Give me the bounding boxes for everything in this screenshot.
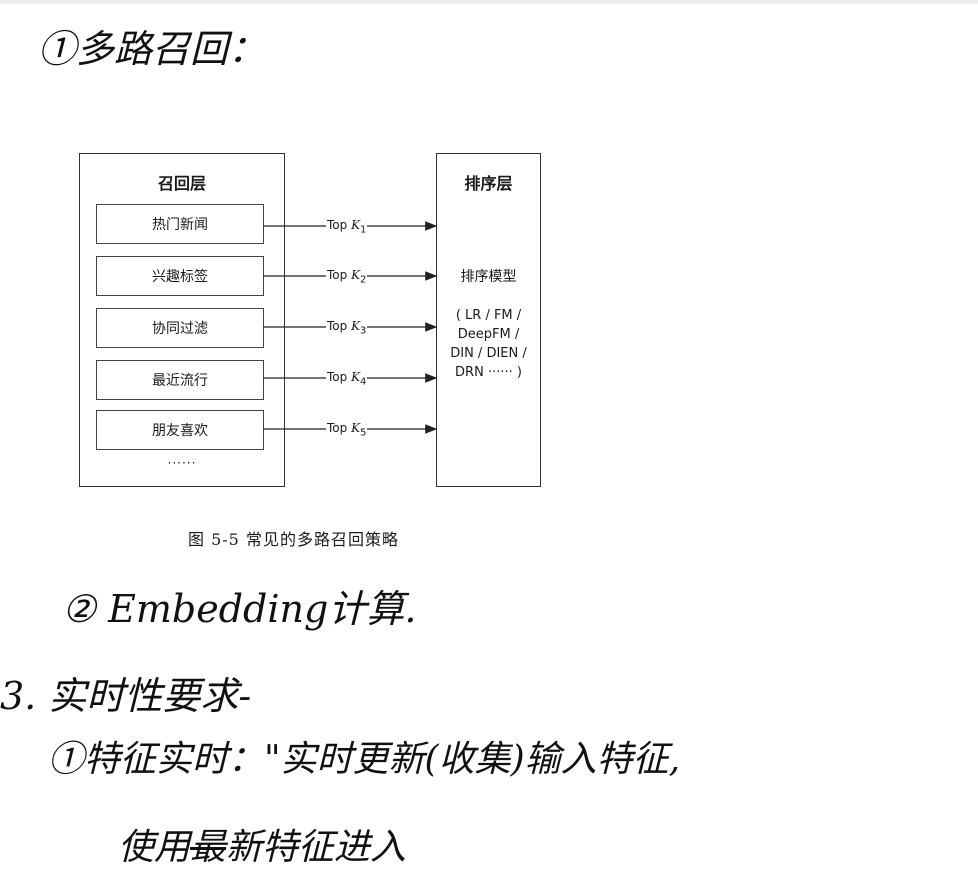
note-use-latest-features: 使用最新特征进入 xyxy=(118,818,406,870)
struck-text: 最 xyxy=(190,827,227,868)
top-bar xyxy=(0,0,978,4)
rank-model-line: DRN ······ ) xyxy=(455,365,522,380)
rank-layer-title: 排序层 xyxy=(464,174,513,193)
rank-model-list: ( LR / FM / DeepFM / DIN / DIEN / DRN ··… xyxy=(441,306,536,382)
edge-label: Top K4 xyxy=(326,370,368,388)
more-items-ellipsis: ······ xyxy=(167,456,197,470)
recall-layer-box: 召回层 热门新闻 兴趣标签 协同过滤 最近流行 朋友喜欢 ······ xyxy=(79,153,285,487)
note-feature-realtime: ①特征实时："实时更新(收集)输入特征, xyxy=(48,739,681,780)
edge-label: Top K2 xyxy=(326,268,368,286)
note-text: 使用 xyxy=(118,827,191,868)
rank-model-line: DIN / DIEN / xyxy=(450,346,527,361)
note-embedding: ② Embedding计算. xyxy=(62,587,417,631)
recall-item: 最近流行 xyxy=(96,360,264,400)
edge-label: Top K5 xyxy=(326,421,368,439)
recall-item: 协同过滤 xyxy=(96,308,264,348)
edge-label: Top K3 xyxy=(326,319,368,337)
rank-model-line: ( LR / FM / xyxy=(455,308,522,323)
recall-layer-title: 召回层 xyxy=(157,174,206,193)
recall-item: 热门新闻 xyxy=(96,204,264,244)
figure-caption: 图 5-5 常见的多路召回策略 xyxy=(188,530,399,549)
rank-model-line: DeepFM / xyxy=(457,327,520,342)
recall-item: 朋友喜欢 xyxy=(96,410,264,450)
note-multi-recall: ①多路召回： xyxy=(38,27,267,71)
note-text: 新特征进入 xyxy=(226,827,407,868)
rank-model-label: 排序模型 xyxy=(460,269,517,285)
edge-label: Top K1 xyxy=(326,218,368,236)
rank-layer-box: 排序层 排序模型 ( LR / FM / DeepFM / DIN / DIEN… xyxy=(436,153,541,487)
note-realtime-requirement: 3. 实时性要求- xyxy=(0,674,252,718)
